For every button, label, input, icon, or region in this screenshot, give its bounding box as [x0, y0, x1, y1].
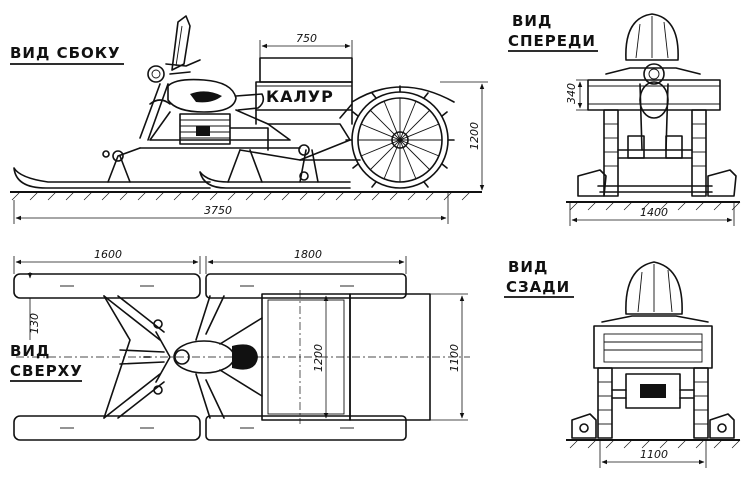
dim-box-length: 750: [259, 32, 353, 58]
svg-text:1600: 1600: [94, 248, 122, 261]
top-front-ski-upper: [13, 273, 201, 299]
rear-view: ВИД СЗАДИ: [504, 258, 741, 468]
rear-engine: [625, 373, 681, 409]
side-view: ВИД СБОКУ: [10, 15, 488, 224]
dim-height: 1200: [440, 81, 488, 191]
rear-box: [593, 325, 713, 369]
dim-front-box-height: 340: [565, 79, 588, 111]
dim-box-width: 1200: [312, 295, 329, 419]
dim-rear-view-width: 1100: [599, 440, 707, 468]
front-view-label-2: СПЕРЕДИ: [508, 32, 596, 50]
top-front-ski-lower: [13, 415, 201, 441]
side-badge: КАЛУР: [266, 87, 334, 106]
top-motorcycle: [143, 319, 258, 395]
svg-text:1400: 1400: [640, 206, 668, 219]
svg-text:340: 340: [565, 83, 578, 104]
dim-ski-width: 130: [27, 272, 41, 340]
front-view-label-1: ВИД: [512, 12, 552, 30]
dim-ski-front: 1600: [13, 248, 201, 274]
rear-ski: [199, 171, 351, 189]
dim-rear-width: 1100: [430, 293, 468, 421]
rear-view-label-2: СЗАДИ: [506, 278, 570, 296]
side-view-label: ВИД СБОКУ: [10, 44, 121, 62]
rear-view-label-1: ВИД: [508, 258, 548, 276]
dim-ski-rear: 1800: [205, 248, 407, 274]
dim-total-length: 3750: [13, 192, 449, 224]
svg-text:1100: 1100: [448, 344, 461, 372]
svg-text:750: 750: [296, 32, 317, 45]
svg-text:1200: 1200: [468, 122, 481, 150]
svg-text:1100: 1100: [640, 448, 668, 461]
front-windshield: [625, 13, 679, 61]
svg-text:1200: 1200: [312, 344, 325, 372]
top-cargo-box: [261, 290, 431, 424]
top-view: ВИД СВЕРХУ: [10, 248, 470, 441]
ski-struts: [102, 147, 319, 183]
motorcycle: [139, 15, 361, 161]
top-rear-ski-lower: [205, 415, 407, 441]
side-ground: [10, 191, 482, 201]
svg-text:3750: 3750: [204, 204, 232, 217]
top-rear-ski-upper: [205, 273, 407, 299]
front-view: ВИД СПЕРЕДИ: [508, 12, 741, 226]
front-ski: [13, 167, 211, 189]
dim-front-width: 1400: [569, 202, 735, 226]
top-view-label-2: СВЕРХУ: [10, 362, 83, 380]
svg-text:130: 130: [28, 313, 41, 334]
rear-drive-wheel: [339, 85, 455, 189]
top-steering-frame: [103, 295, 225, 419]
svg-text:1800: 1800: [294, 248, 322, 261]
front-box: [587, 79, 721, 111]
top-view-label-1: ВИД: [10, 342, 50, 360]
cargo-box: КАЛУР: [255, 57, 353, 125]
